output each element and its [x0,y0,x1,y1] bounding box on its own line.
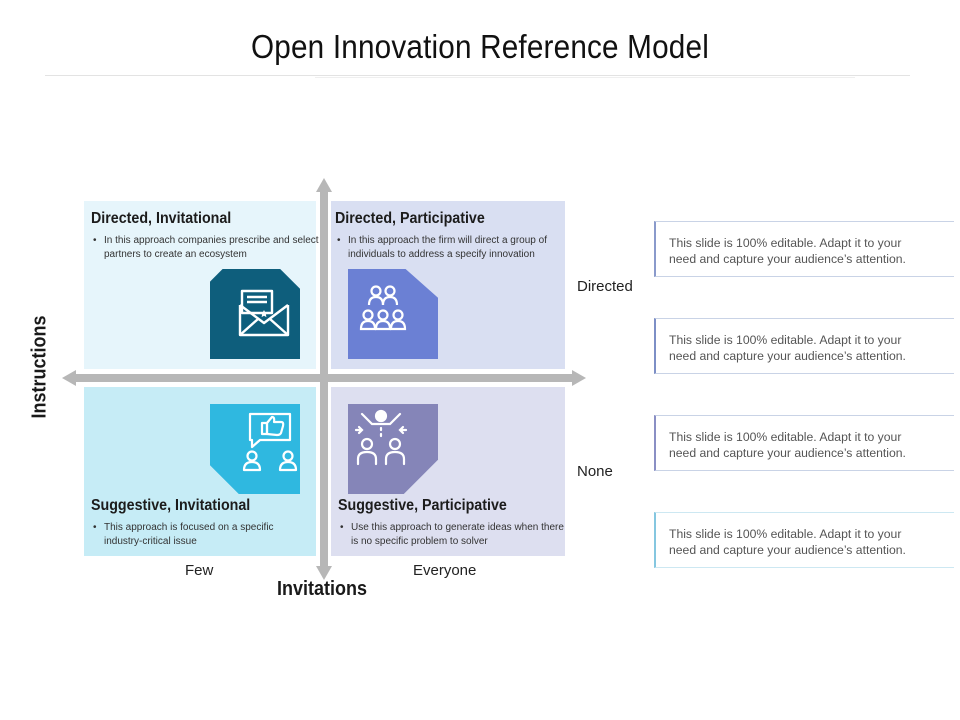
quadrant-heading: Directed, Invitational [91,210,232,227]
note-box: This slide is 100% editable. Adapt it to… [654,221,954,277]
vertical-axis-arrowhead-top [316,178,332,192]
page-title: Open Innovation Reference Model [251,28,709,65]
note-text: This slide is 100% editable. Adapt it to… [669,527,906,557]
horizontal-axis-arrowhead-right [572,370,586,386]
quadrant-heading: Suggestive, Participative [338,497,507,514]
y-axis-label-directed: Directed [577,278,633,295]
quadrant-heading: Suggestive, Invitational [91,497,251,514]
quadrant-bullet: •In this approach companies prescribe an… [93,235,319,260]
vertical-axis-arrowhead-bottom [316,566,332,580]
title-divider-secondary [315,77,855,78]
note-box: This slide is 100% editable. Adapt it to… [654,512,954,568]
note-box: This slide is 100% editable. Adapt it to… [654,415,954,471]
horizontal-axis [74,374,574,382]
envelope-letter-icon [210,269,300,359]
x-axis-label-everyone: Everyone [413,562,477,579]
quadrant-bullet: •In this approach the firm will direct a… [337,235,547,260]
quadrant-directed-invitational: Directed, Invitational •In this approach… [84,201,319,369]
thumbs-up-chat-icon [210,404,300,494]
note-text: This slide is 100% editable. Adapt it to… [669,430,906,460]
x-axis-label-few: Few [185,562,214,579]
note-box: This slide is 100% editable. Adapt it to… [654,318,954,374]
quadrant-heading: Directed, Participative [335,210,485,227]
quadrant-bullet: •Use this approach to generate ideas whe… [340,522,564,547]
horizontal-axis-arrowhead-left [62,370,76,386]
x-axis-title: Invitations [277,578,368,600]
note-text: This slide is 100% editable. Adapt it to… [669,333,906,363]
title-divider [45,75,910,76]
quadrant-suggestive-invitational: Suggestive, Invitational •This approach … [84,387,316,556]
y-axis-title: Instructions [28,315,51,419]
quadrant-suggestive-participative: Suggestive, Participative •Use this appr… [331,387,565,556]
quadrant-bullet: •This approach is focused on a specific … [93,522,274,547]
quadrant-directed-participative: Directed, Participative •In this approac… [331,201,565,369]
note-text: This slide is 100% editable. Adapt it to… [669,236,906,266]
y-axis-label-none: None [577,463,613,480]
